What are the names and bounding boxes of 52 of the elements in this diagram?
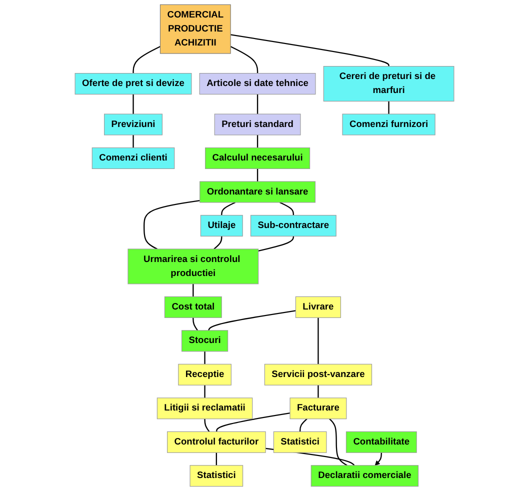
node-box: Preturi standard: [214, 114, 301, 136]
connector: [192, 318, 198, 331]
node-box: Comenzi furnizori: [342, 114, 436, 136]
connector: [230, 46, 258, 74]
connector: [388, 101, 390, 114]
connector: [318, 385, 319, 398]
node-box: Statistici: [273, 431, 327, 453]
node-box: Ordonantare si lansare: [200, 181, 316, 203]
connector: [144, 200, 200, 250]
connector: [221, 202, 236, 216]
node-box: Litigii si reclamatii: [156, 398, 253, 420]
node-box: Cereri de preturi si de marfuri: [323, 66, 454, 102]
node-box: Controlul facturilor: [167, 431, 266, 453]
node-box: Articole si date tehnice: [199, 73, 316, 95]
node-box: Previziuni: [104, 114, 163, 136]
connector: [256, 168, 258, 182]
node-box: Urmarirea si controlul productiei: [128, 248, 259, 284]
node-box: Sub-contractare: [250, 214, 336, 236]
connector: [256, 134, 258, 148]
connector: [280, 202, 294, 216]
connector: [299, 418, 308, 432]
node-box: Comenzi clienti: [92, 147, 175, 169]
connector: [132, 46, 160, 74]
connector: [192, 284, 194, 297]
connector: [132, 134, 134, 148]
connector: [329, 418, 348, 466]
connector: [216, 452, 217, 466]
connector: [256, 94, 258, 114]
node-box: Cost total: [164, 296, 222, 318]
node-box: Declaratii comerciale: [310, 465, 419, 487]
node-box: Livrare: [295, 296, 341, 318]
arrow: [374, 452, 382, 466]
connector: [208, 310, 296, 331]
connector: [318, 318, 319, 364]
node-box: Servicii post-vanzare: [264, 364, 372, 386]
node-box: Calculul necesarului: [205, 147, 310, 169]
node-box: Contabilitate: [346, 431, 417, 453]
node-box: Utilaje: [200, 214, 243, 236]
node-box: Facturare: [290, 398, 347, 420]
node-box: Receptie: [178, 364, 232, 386]
connector: [216, 412, 290, 432]
node-box: Stocuri: [181, 330, 228, 352]
connector: [204, 418, 210, 432]
connector: [258, 236, 294, 252]
node-box: COMERCIAL PRODUCTIE ACHIZITII: [160, 4, 231, 54]
node-box: Statistici: [190, 465, 244, 487]
connector: [132, 94, 134, 114]
connector: [214, 236, 222, 250]
connector: [204, 385, 206, 398]
node-box: Oferte de pret si devize: [74, 73, 192, 95]
connector: [204, 351, 206, 364]
connector: [230, 34, 390, 66]
